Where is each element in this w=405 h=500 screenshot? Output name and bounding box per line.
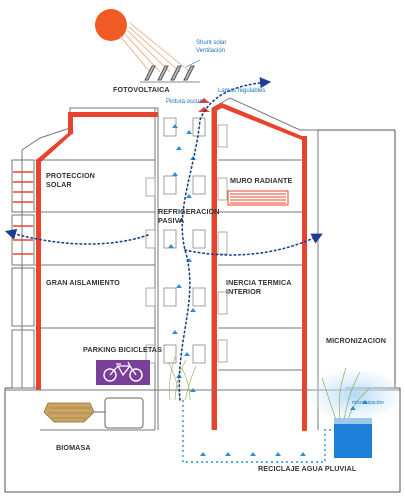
- label-biomasa: BIOMASA: [56, 443, 91, 452]
- solar-protection-slats: [13, 171, 33, 255]
- right-windows: [217, 124, 228, 363]
- label-proteccion-solar-line2: SOLAR: [46, 180, 72, 189]
- central-light-well: [157, 108, 213, 430]
- label-inercia-termica-line2: INTERIOR: [226, 287, 262, 296]
- biomass-boiler: [43, 397, 144, 429]
- cross-ventilation-airflow: [4, 77, 323, 401]
- left-balconies: [11, 159, 35, 389]
- right-insulation-wall: [212, 103, 307, 431]
- label-shunt-solar: Shunt solar: [196, 40, 227, 46]
- label-fotovoltaica: FOTOVOLTAICA: [113, 85, 170, 94]
- label-parking-bicicletas: PARKING BICICLETAS: [83, 345, 162, 354]
- rainwater-tank: [334, 418, 372, 458]
- label-refrigeracion-pasiva-line1: REFRIGERACION: [158, 207, 220, 216]
- label-inercia-termica-line1: INERCIA TERMICA: [226, 278, 292, 287]
- right-building: [211, 97, 319, 430]
- label-refrigeracion-pasiva-line2: PASIVA: [158, 216, 185, 225]
- adjustable-louvers: [198, 98, 210, 112]
- micronization-mist: [310, 370, 400, 420]
- label-gran-aislamiento: GRAN AISLAMIENTO: [46, 278, 120, 287]
- photovoltaic-panels: [144, 65, 195, 81]
- label-proteccion-solar-line1: PROTECCION: [46, 171, 95, 180]
- micronization-tree: [321, 367, 371, 421]
- label-reciclaje-agua-pluvial: RECICLAJE AGUA PLUVIAL: [258, 464, 357, 473]
- rainwater-recycling-path: [182, 400, 334, 463]
- left-windows: [145, 177, 156, 364]
- label-ventilacion: Ventilación: [196, 48, 226, 54]
- cooling-drops: [168, 124, 368, 456]
- sun-rays: [119, 22, 191, 73]
- shunt-leader: [185, 59, 201, 68]
- label-lamas-regulables: Lamas regulables: [218, 88, 266, 94]
- label-micronizacion-small: micronización: [352, 400, 384, 406]
- label-muro-radiante: MURO RADIANTE: [230, 176, 293, 185]
- label-pintura-oscura: Pintura oscura: [166, 99, 205, 105]
- bicycle-icon: [96, 360, 150, 385]
- light-well-windows: [163, 117, 206, 364]
- radiant-wall-radiator: [227, 190, 289, 206]
- label-micronizacion: MICRONIZACION: [326, 336, 386, 345]
- sun-icon: [95, 9, 127, 41]
- left-insulation-wall: [36, 112, 158, 390]
